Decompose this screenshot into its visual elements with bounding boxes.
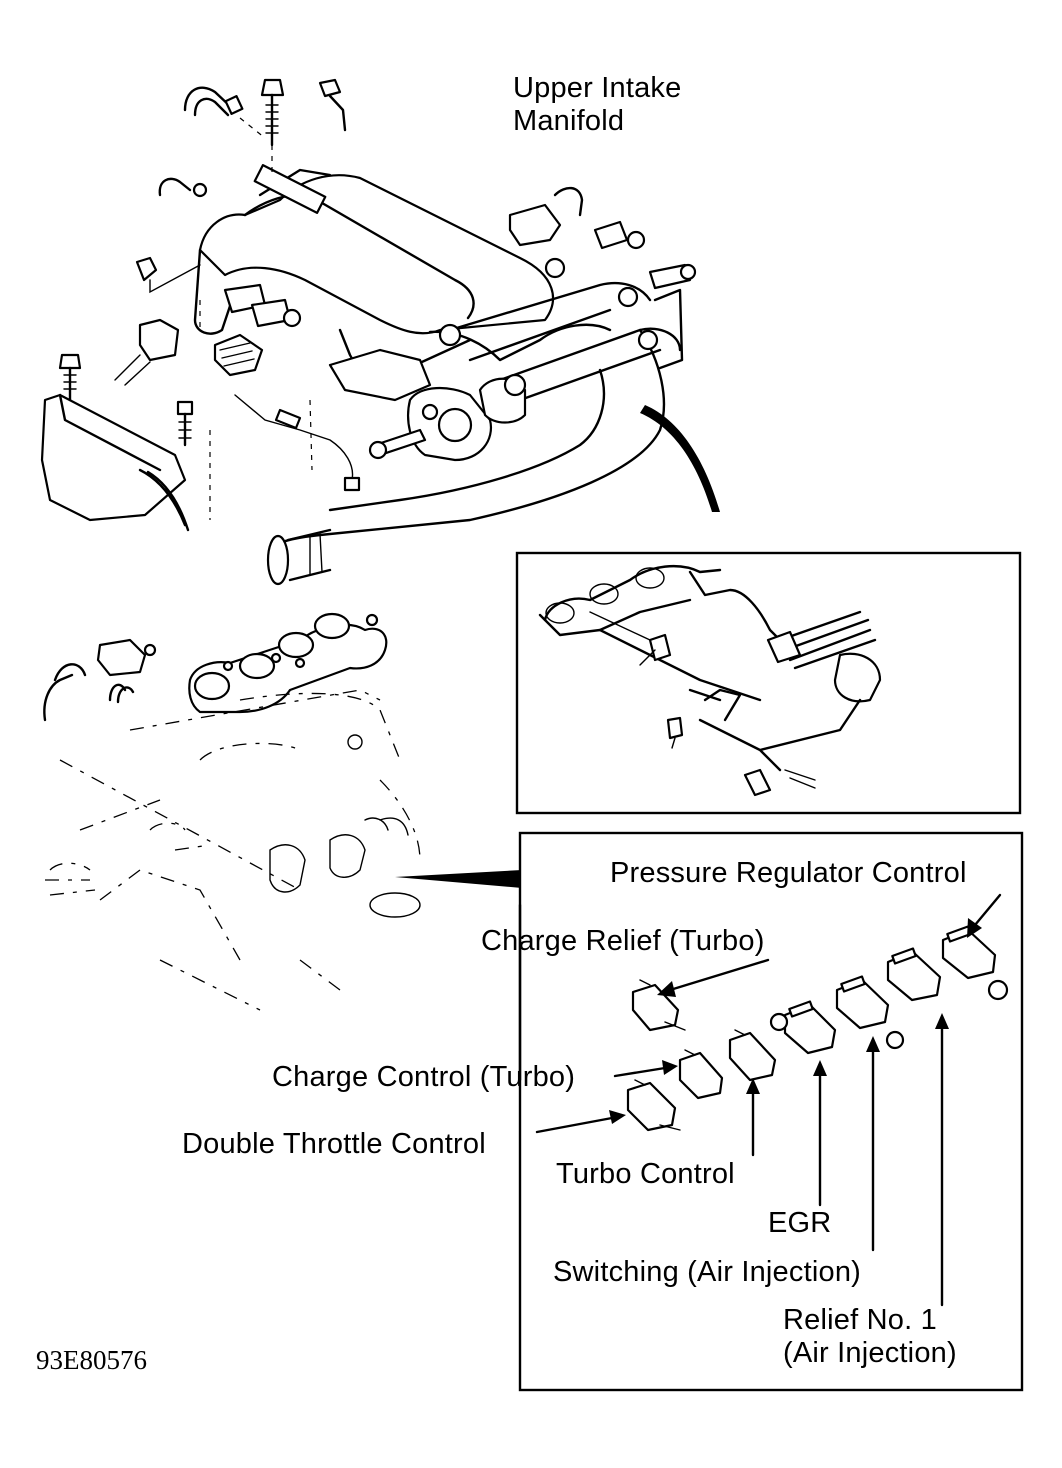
label-charge-control-turbo: Charge Control (Turbo) [272,1061,576,1093]
lower-manifold-drawing [43,612,522,1011]
valve-charge-relief [631,979,686,1032]
label-relief-no1-line2: (Air Injection) [783,1337,957,1369]
label-upper-intake-manifold-line2: Manifold [513,105,625,137]
valve-double-throttle [626,1079,681,1132]
inset-lower-manifold [515,551,1022,815]
label-upper-intake-manifold-line1: Upper Intake [513,72,682,104]
valve-relief-no1 [886,947,942,1002]
label-turbo-control: Turbo Control [556,1158,735,1190]
label-switching-air-injection: Switching (Air Injection) [553,1256,861,1288]
upper-intake-manifold-drawing [40,78,720,586]
inset-solenoid-valves [518,831,1024,1392]
label-pressure-regulator-control: Pressure Regulator Control [610,857,967,889]
callout-arrows [535,893,1002,1307]
valve-switching [835,975,905,1050]
label-charge-relief-turbo: Charge Relief (Turbo) [481,925,765,957]
label-double-throttle-control: Double Throttle Control [182,1128,486,1160]
valve-egr [769,1000,837,1055]
label-egr: EGR [768,1207,832,1239]
label-relief-no1-air-injection: Relief No. 1 (Air Injection) [783,1304,957,1370]
label-upper-intake-manifold: Upper Intake Manifold [513,72,681,138]
figure-id: 93E80576 [36,1345,147,1375]
valve-charge-control [678,1049,724,1100]
label-relief-no1-line1: Relief No. 1 [783,1304,937,1336]
valve-turbo-control [728,1029,777,1082]
